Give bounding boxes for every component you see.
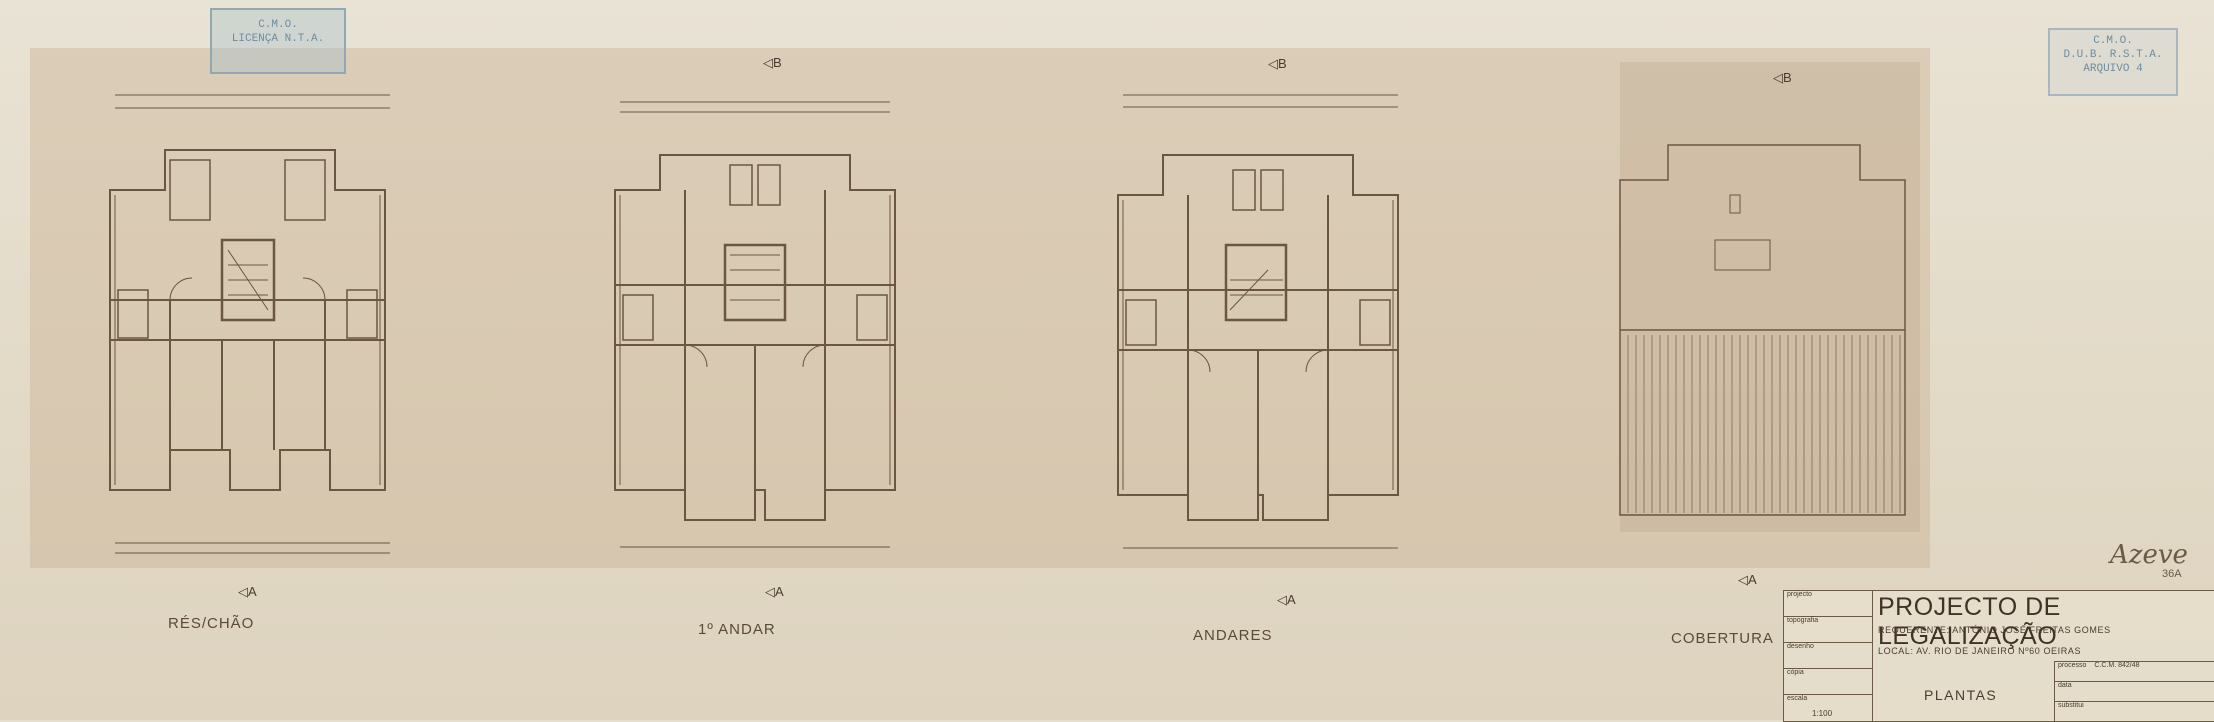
plan-res-chao [109,94,390,554]
section-mark-b-2: ◁B [1268,56,1287,71]
local-label: LOCAL: [1878,646,1914,656]
stamp-line: C.M.O. [258,19,298,31]
section-mark-letter: A [1287,592,1296,607]
section-mark-letter: A [1748,572,1757,587]
section-mark-letter: B [773,55,782,70]
requerente-line: REQUERENTE: ANTÓNIO JOSÉ FREITAS GOMES [1878,625,2111,635]
title-block: projecto topografia desenho cópia escala… [1783,590,2214,722]
plan-andares [1117,94,1399,549]
local-value: AV. RIO DE JANEIRO Nº60 OEIRAS [1916,646,2082,656]
local-line: LOCAL: AV. RIO DE JANEIRO Nº60 OEIRAS [1878,646,2081,656]
tb-cell-data: data [2055,682,2214,702]
section-mark-a-1: ◁A [238,584,257,599]
section-mark-a-3: ◁A [1277,592,1296,607]
stamp-line: C.M.O. [2093,35,2133,47]
tb-cell-escala: escala [1787,695,1808,702]
stamp-line: D.U.B. R.S.T.A. [2063,49,2163,61]
signature: Azeve [2110,540,2188,570]
section-mark-letter: B [1783,70,1792,85]
project-title: PROJECTO DE LEGALIZAÇÃO [1878,593,2061,650]
tb-cell-copia: cópia [1784,669,1872,695]
signature-sub: 36A [2162,568,2182,580]
tb-cell-processo: processo C.C.M. 842/48 [2055,662,2214,682]
plan-label-res-chao: RÉS/CHÃO [168,615,255,632]
approval-stamp-left: C.M.O. LICENÇA N.T.A. [210,8,346,74]
title-block-right-column: processo C.C.M. 842/48 data substitui [2054,661,2214,722]
requerente-label: REQUERENTE: [1878,625,1950,635]
plan-cobertura [1619,144,1906,516]
tb-cell-desenho: desenho [1784,643,1872,669]
drawing-name: PLANTAS [1924,687,1998,703]
tb-cell-projecto: projecto [1784,591,1872,617]
section-mark-b-3: ◁B [1773,70,1792,85]
processo-label: processo [2058,662,2087,669]
tb-cell-substitui: substitui [2058,702,2084,709]
plan-1-andar [614,101,896,548]
section-mark-b-1: ◁B [763,55,782,70]
plan-label-cobertura: COBERTURA [1671,630,1774,647]
requerente-value: ANTÓNIO JOSÉ FREITAS GOMES [1952,625,2111,635]
section-mark-a-2: ◁A [765,584,784,599]
section-mark-letter: A [775,584,784,599]
plan-label-1-andar: 1º ANDAR [698,621,776,638]
stamp-line: ARQUIVO 4 [2083,63,2143,75]
stamp-line: LICENÇA N.T.A. [231,33,325,45]
approval-stamp-right: C.M.O. D.U.B. R.S.T.A. ARQUIVO 4 [2048,28,2178,96]
title-block-left-column: projecto topografia desenho cópia escala… [1784,591,1873,721]
section-mark-a-4: ◁A [1738,572,1757,587]
plan-label-andares: ANDARES [1193,627,1273,644]
section-mark-letter: A [248,584,257,599]
section-mark-letter: B [1278,56,1287,71]
tb-cell-topografia: topografia [1784,617,1872,643]
roof-plan-tint [1620,62,1920,532]
scale-value: 1:100 [1812,709,1833,718]
processo-value: C.C.M. 842/48 [2094,662,2140,669]
